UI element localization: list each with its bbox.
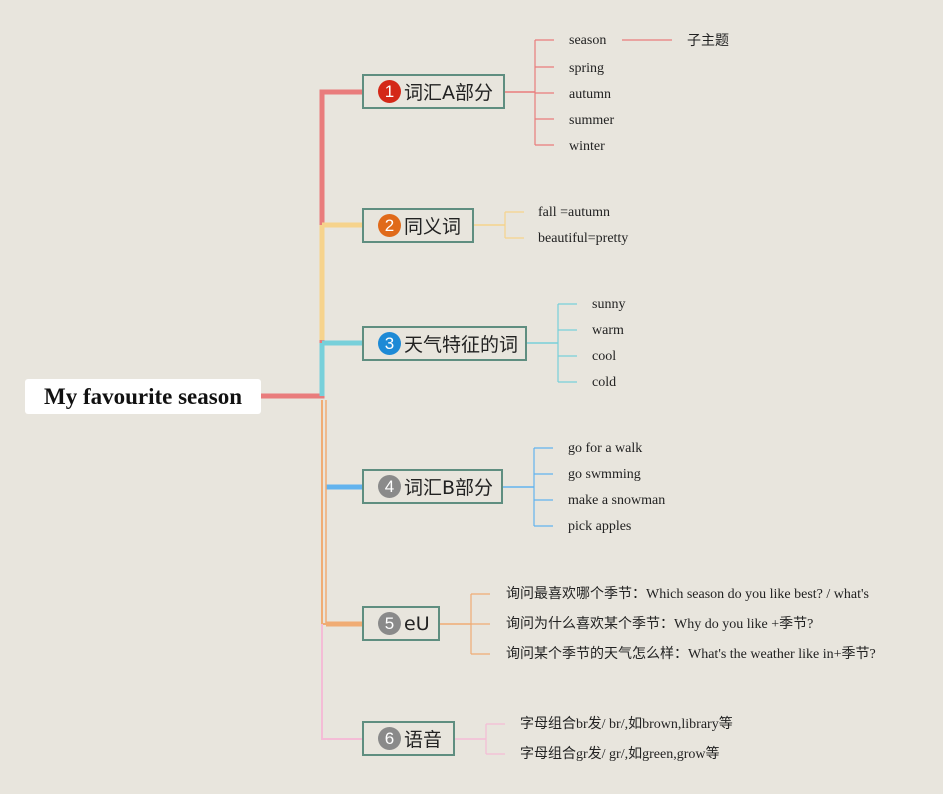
branch-label: 天气特征的词	[404, 334, 519, 356]
branch-node-vocab-b[interactable]: 4 词汇B部分	[362, 469, 503, 504]
leaf-swimming[interactable]: go swmming	[568, 467, 641, 482]
trunk-5-thin	[321, 400, 362, 625]
leaf-subtopic[interactable]: 子主题	[687, 33, 729, 49]
leaf-question-why[interactable]: 询问为什么喜欢某个季节：Why do you like +季节?	[506, 617, 814, 632]
leaf-winter[interactable]: winter	[569, 139, 605, 154]
leaf-season[interactable]: season	[569, 33, 607, 48]
leaf-question-best[interactable]: 询问最喜欢哪个季节：Which season do you like best?…	[506, 587, 869, 602]
branch-node-synonyms[interactable]: 2 同义词	[362, 208, 474, 243]
leaf-summer[interactable]: summer	[569, 113, 615, 128]
leaf-gr[interactable]: 字母组合gr发/ gr/,如green,grow等	[520, 747, 720, 762]
leaf-walk[interactable]: go for a walk	[568, 441, 643, 456]
leaf-question-weather[interactable]: 询问某个季节的天气怎么样：What's the weather like in+…	[506, 647, 876, 662]
branch-node-weather-words[interactable]: 3 天气特征的词	[362, 326, 527, 361]
badge-4: 4	[378, 475, 401, 498]
leaf-fall[interactable]: fall =autumn	[538, 205, 611, 220]
branch-node-phonics[interactable]: 6 语音	[362, 721, 455, 756]
branch-label: 同义词	[404, 216, 462, 238]
branch-label: eU	[404, 612, 430, 635]
badge-5: 5	[378, 612, 401, 635]
leaf-snowman[interactable]: make a snowman	[568, 493, 666, 508]
badge-6: 6	[378, 727, 401, 750]
badge-3: 3	[378, 332, 401, 355]
trunk-6	[321, 624, 362, 740]
branch-label: 词汇B部分	[404, 477, 494, 499]
leaf-spring[interactable]: spring	[569, 61, 604, 76]
leaf-sunny[interactable]: sunny	[592, 297, 626, 312]
leaf-cool[interactable]: cool	[592, 349, 617, 364]
branch-label: 词汇A部分	[404, 82, 493, 104]
branch-label: 语音	[404, 729, 443, 751]
leaf-warm[interactable]: warm	[592, 323, 624, 338]
trunk-1	[261, 89, 362, 399]
badge-2: 2	[378, 214, 401, 237]
badge-1: 1	[378, 80, 401, 103]
leaf-apples[interactable]: pick apples	[568, 519, 632, 534]
leaf-autumn[interactable]: autumn	[569, 87, 611, 102]
leaf-beautiful[interactable]: beautiful=pretty	[538, 231, 629, 246]
branch-node-vocab-a[interactable]: 1 词汇A部分	[362, 74, 505, 109]
branch-node-eu[interactable]: 5 eU	[362, 606, 440, 641]
leaf-cold[interactable]: cold	[592, 375, 617, 390]
leaf-br[interactable]: 字母组合br发/ br/,如brown,library等	[520, 717, 733, 732]
root-node[interactable]: My favourite season	[25, 379, 261, 414]
